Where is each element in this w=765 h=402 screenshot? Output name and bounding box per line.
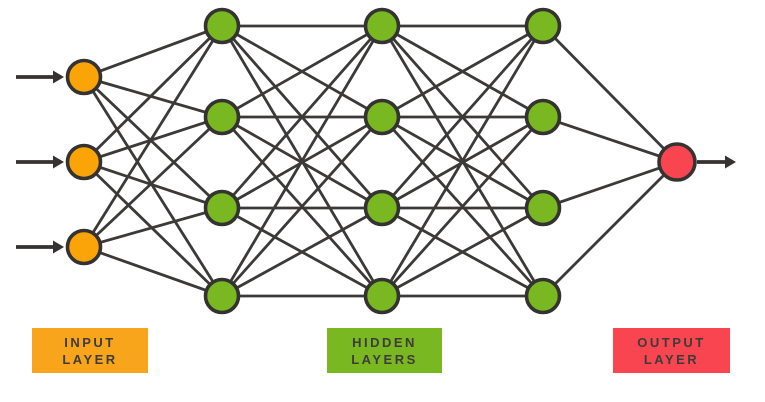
edge-line	[83, 115, 223, 249]
hidden3-node	[524, 189, 562, 227]
input-node	[65, 58, 103, 96]
output-node	[657, 142, 697, 182]
arrows-group	[16, 70, 736, 254]
edge-line	[83, 160, 223, 298]
edges-group	[82, 24, 678, 298]
edge-line	[381, 206, 544, 298]
edge-line	[380, 25, 545, 297]
edge-line	[220, 25, 384, 209]
edge-line	[82, 25, 224, 248]
edge-line	[380, 116, 545, 297]
hidden2-node	[363, 7, 401, 45]
edge-line	[83, 24, 223, 79]
edge-line	[542, 25, 678, 163]
input-node	[65, 143, 103, 181]
edge-line	[220, 116, 384, 297]
edge-line	[83, 245, 223, 298]
hidden-layers-label-line2: LAYERS	[351, 351, 418, 367]
hidden-layers-label-line1: HIDDEN	[352, 334, 417, 350]
input-arrow-icon-head	[53, 240, 64, 254]
input-layer-label: INPUT LAYER	[32, 328, 148, 373]
hidden3-node	[524, 7, 562, 45]
hidden3-node	[524, 98, 562, 136]
edge-line	[542, 161, 678, 297]
edge-line	[83, 160, 223, 210]
edge-line	[83, 115, 223, 164]
input-arrow-icon-head	[53, 155, 64, 169]
input-layer-label-line1: INPUT	[64, 334, 116, 350]
input-layer-label-line2: LAYER	[62, 351, 118, 367]
edge-line	[82, 76, 224, 297]
edge-line	[221, 24, 383, 119]
output-layer-label: OUTPUT LAYER	[613, 328, 730, 373]
hidden1-node	[203, 277, 241, 315]
edge-line	[83, 75, 223, 210]
edge-line	[381, 24, 544, 119]
edge-line	[83, 206, 223, 249]
output-layer-label-line2: LAYER	[643, 351, 700, 367]
edge-line	[220, 25, 384, 297]
hidden2-node	[363, 98, 401, 136]
hidden-layers-label: HIDDEN LAYERS	[327, 328, 442, 373]
edge-line	[83, 25, 223, 163]
output-arrow-icon-head	[725, 155, 736, 169]
edge-line	[83, 75, 223, 119]
hidden2-node	[363, 189, 401, 227]
hidden1-node	[203, 7, 241, 45]
input-arrow-icon-head	[53, 70, 64, 84]
output-layer-label-line1: OUTPUT	[637, 334, 706, 350]
hidden1-node	[203, 98, 241, 136]
hidden1-node	[203, 189, 241, 227]
nodes-group	[65, 7, 697, 315]
hidden2-node	[363, 277, 401, 315]
edge-line	[542, 160, 678, 210]
hidden3-node	[524, 277, 562, 315]
edge-line	[221, 206, 383, 298]
edge-line	[380, 25, 545, 209]
input-node	[65, 228, 103, 266]
edge-line	[542, 115, 678, 164]
